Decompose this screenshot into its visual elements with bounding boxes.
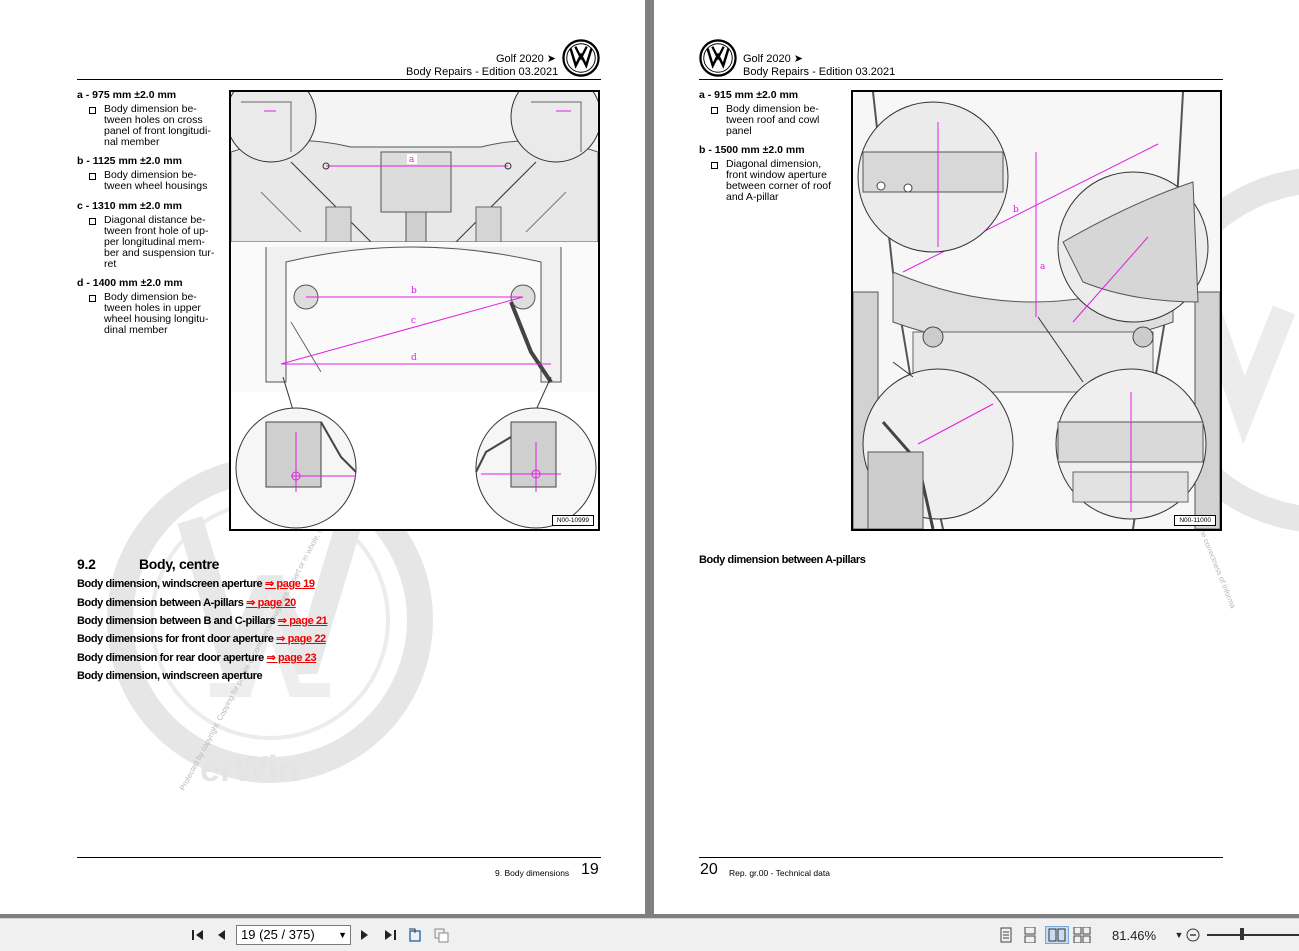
- page-number: 19: [581, 861, 599, 878]
- checkbox-bullet: [711, 107, 718, 114]
- zoom-dropdown-icon[interactable]: ▼: [1174, 930, 1184, 940]
- link-line: Body dimension, windscreen aperture ⇒ pa…: [77, 578, 315, 590]
- vw-logo-icon: [562, 39, 600, 77]
- dimension-b: b - 1125 mm ±2.0 mm Body dimension be- t…: [77, 155, 208, 192]
- checkbox-bullet: [711, 162, 718, 169]
- next-page-icon[interactable]: [356, 926, 374, 944]
- page-link[interactable]: ⇒ page 22: [276, 633, 326, 645]
- footer-rule: [699, 857, 1223, 858]
- footer-rule: [77, 857, 601, 858]
- checkbox-bullet: [89, 218, 96, 225]
- body-illustration: a b c d: [231, 92, 598, 529]
- body-dimension-figure: a b c d: [229, 90, 600, 531]
- label-a: a: [1040, 262, 1046, 272]
- page-number: 20: [700, 861, 718, 878]
- zoom-level[interactable]: 81.46%: [1112, 928, 1157, 943]
- page-link[interactable]: ⇒ page 23: [266, 652, 317, 664]
- label-d: d: [411, 353, 417, 363]
- header-rule: [77, 79, 601, 80]
- watermark-brand: erWin: [200, 748, 300, 789]
- page-link[interactable]: ⇒ page 20: [246, 597, 296, 609]
- link-line: Body dimension for rear door aperture ⇒ …: [77, 652, 317, 664]
- header-subtitle: Body Repairs - Edition 03.2021: [743, 66, 896, 78]
- zoom-slider[interactable]: [1207, 934, 1299, 936]
- zoom-slider-thumb[interactable]: [1240, 928, 1244, 940]
- facing-icon[interactable]: [1045, 926, 1069, 944]
- figure-code: N00-10999: [551, 515, 594, 526]
- link-line: Body dimensions for front door aperture …: [77, 633, 326, 645]
- footer-chapter: 9. Body dimensions: [495, 868, 570, 878]
- prev-page-icon[interactable]: [212, 926, 230, 944]
- checkbox-bullet: [89, 295, 96, 302]
- label-c: c: [411, 316, 416, 326]
- footer-chapter: Rep. gr.00 - Technical data: [729, 868, 830, 878]
- label-b: b: [1013, 205, 1019, 215]
- header-title: Golf 2020 ➤: [496, 53, 556, 65]
- checkbox-bullet: [89, 107, 96, 114]
- header-subtitle: Body Repairs - Edition 03.2021: [406, 66, 559, 78]
- page-20: Volkswagen AG does not guarantee or acce…: [654, 0, 1299, 914]
- link-line: Body dimension between A-pillars ⇒ page …: [77, 597, 296, 609]
- single-page-icon[interactable]: [997, 926, 1015, 944]
- zoom-out-icon[interactable]: [1184, 926, 1202, 944]
- section-number: 9.2: [77, 556, 96, 572]
- subsection-heading: Body dimension, windscreen aperture: [77, 670, 263, 682]
- header-title: Golf 2020 ➤: [743, 53, 803, 65]
- dimension-b: b - 1500 mm ±2.0 mm Diagonal dimension, …: [699, 144, 832, 203]
- page-selector[interactable]: 19 (25 / 375) ▼: [236, 925, 351, 945]
- document-viewer[interactable]: Protected by copyright. Copying for priv…: [0, 0, 1299, 918]
- section-title: Body, centre: [139, 556, 220, 572]
- dimension-a: a - 975 mm ±2.0 mm Body dimension be- tw…: [77, 89, 211, 148]
- facing-continuous-icon[interactable]: [1073, 926, 1091, 944]
- first-page-icon[interactable]: [189, 926, 207, 944]
- page-link[interactable]: ⇒ page 19: [264, 578, 315, 590]
- caption: Body dimension between A-pillars: [699, 554, 866, 566]
- rotate-icon[interactable]: [406, 926, 424, 944]
- copy-page-icon[interactable]: [432, 926, 450, 944]
- figure-code: N00-11000: [1174, 515, 1216, 526]
- page-link[interactable]: ⇒ page 21: [277, 615, 328, 627]
- page-19: Protected by copyright. Copying for priv…: [0, 0, 645, 914]
- chevron-down-icon: ▼: [338, 930, 347, 940]
- label-b: b: [411, 286, 417, 296]
- dimension-a: a - 915 mm ±2.0 mm Body dimension be- tw…: [699, 89, 820, 137]
- continuous-icon[interactable]: [1021, 926, 1039, 944]
- header-rule: [699, 79, 1223, 80]
- link-line: Body dimension between B and C-pillars ⇒…: [77, 615, 328, 627]
- last-page-icon[interactable]: [381, 926, 399, 944]
- vw-logo-icon: [699, 39, 737, 77]
- a-pillar-dimension-figure: a b: [851, 90, 1222, 531]
- body-illustration: a b: [853, 92, 1220, 529]
- checkbox-bullet: [89, 173, 96, 180]
- viewer-toolbar: 19 (25 / 375) ▼ 81.46% ▼: [0, 918, 1299, 951]
- dimension-d: d - 1400 mm ±2.0 mm Body dimension be- t…: [77, 277, 209, 336]
- label-a: a: [409, 155, 415, 165]
- dimension-c: c - 1310 mm ±2.0 mm Diagonal distance be…: [77, 200, 215, 270]
